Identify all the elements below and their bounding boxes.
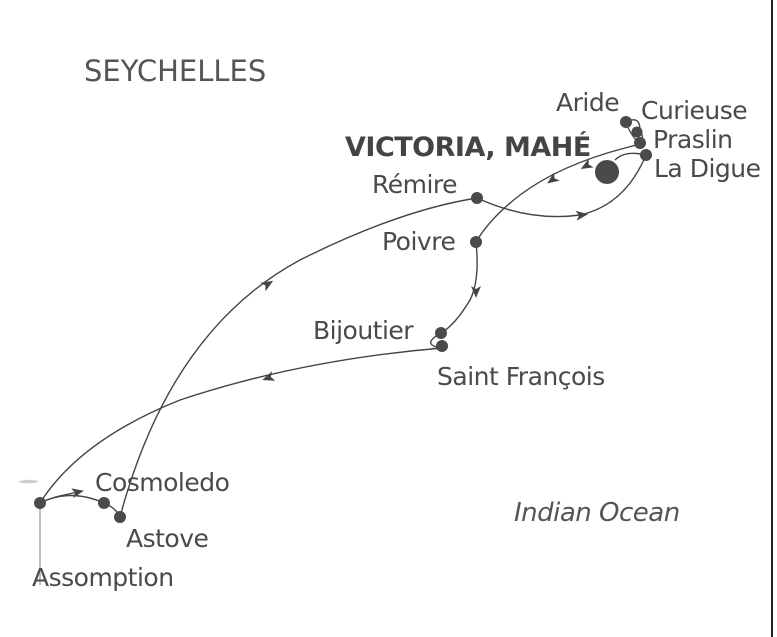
island-shape — [17, 479, 39, 484]
label-la-digue: La Digue — [654, 154, 761, 183]
map-title: SEYCHELLES — [84, 54, 267, 88]
label-praslin: Praslin — [653, 125, 733, 154]
marker-aride[interactable] — [620, 116, 632, 128]
label-assomption: Assomption — [32, 563, 174, 592]
capital-marker-victoria[interactable] — [595, 160, 619, 184]
route-islands-poivre — [475, 119, 644, 243]
marker-assomption[interactable] — [34, 497, 46, 509]
label-saint-francois: Saint François — [437, 362, 605, 391]
label-curieuse: Curieuse — [641, 96, 748, 125]
label-victoria-mahe: VICTORIA, MAHÉ — [345, 132, 591, 163]
route-saint-francois-assomption — [39, 332, 443, 504]
label-poivre: Poivre — [382, 227, 456, 256]
marker-cosmoledo[interactable] — [98, 497, 110, 509]
route-remire-la-digue — [476, 154, 647, 218]
route-poivre-bijoutier — [440, 241, 478, 334]
label-cosmoledo: Cosmoledo — [95, 468, 230, 497]
route-arrow — [260, 280, 274, 292]
marker-astove[interactable] — [114, 511, 126, 523]
marker-poivre[interactable] — [470, 236, 482, 248]
marker-la-digue[interactable] — [640, 149, 652, 161]
route-arrow — [54, 488, 84, 499]
label-bijoutier: Bijoutier — [313, 316, 414, 345]
label-aride: Aride — [556, 88, 620, 117]
marker-saint-francois[interactable] — [436, 340, 448, 352]
marker-curieuse[interactable] — [631, 126, 643, 138]
label-indian-ocean: Indian Ocean — [514, 498, 680, 528]
marker-bijoutier[interactable] — [435, 327, 447, 339]
label-remire: Rémire — [372, 170, 458, 199]
route-astove-remire — [119, 197, 478, 518]
label-astove: Astove — [126, 524, 209, 553]
frame-edge — [771, 0, 773, 637]
marker-praslin[interactable] — [634, 137, 646, 149]
marker-remire[interactable] — [471, 192, 483, 204]
